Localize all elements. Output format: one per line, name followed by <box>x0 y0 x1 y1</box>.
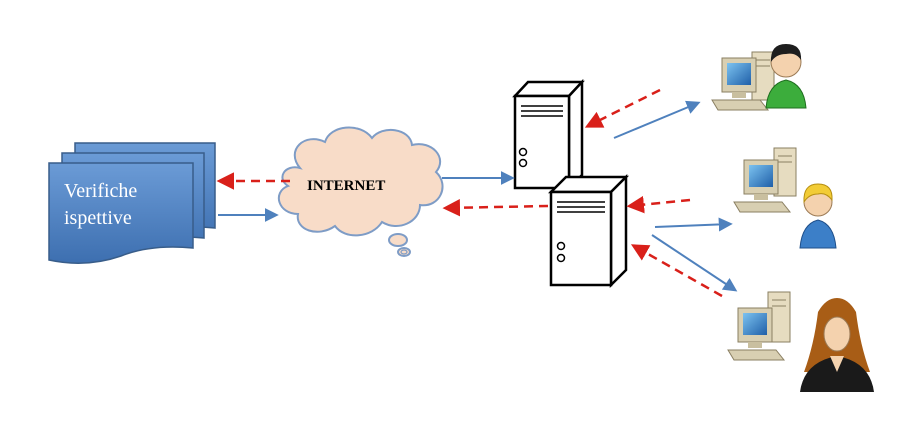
server-icon <box>547 173 630 289</box>
request-arrow <box>651 234 738 292</box>
workstation-icon <box>727 291 791 361</box>
user-avatar-icon <box>800 298 874 392</box>
request-arrow <box>654 217 733 232</box>
document-stack-icon: Verifiche ispettive <box>48 142 216 264</box>
workstation-icon <box>733 147 797 213</box>
cloud-icon: INTERNET <box>277 126 444 257</box>
response-arrow <box>584 88 661 128</box>
response-arrow <box>442 198 549 217</box>
document-label-line1: Verifiche <box>64 180 137 202</box>
response-arrow <box>630 244 723 298</box>
request-arrow <box>613 100 701 139</box>
user-avatar-icon <box>799 183 837 249</box>
response-arrow <box>626 195 691 214</box>
cloud-label: INTERNET <box>307 178 385 194</box>
user-avatar-icon <box>765 44 807 109</box>
server-icon <box>512 78 585 192</box>
workstation-icon <box>711 51 775 111</box>
document-label-line2: ispettive <box>64 207 132 229</box>
